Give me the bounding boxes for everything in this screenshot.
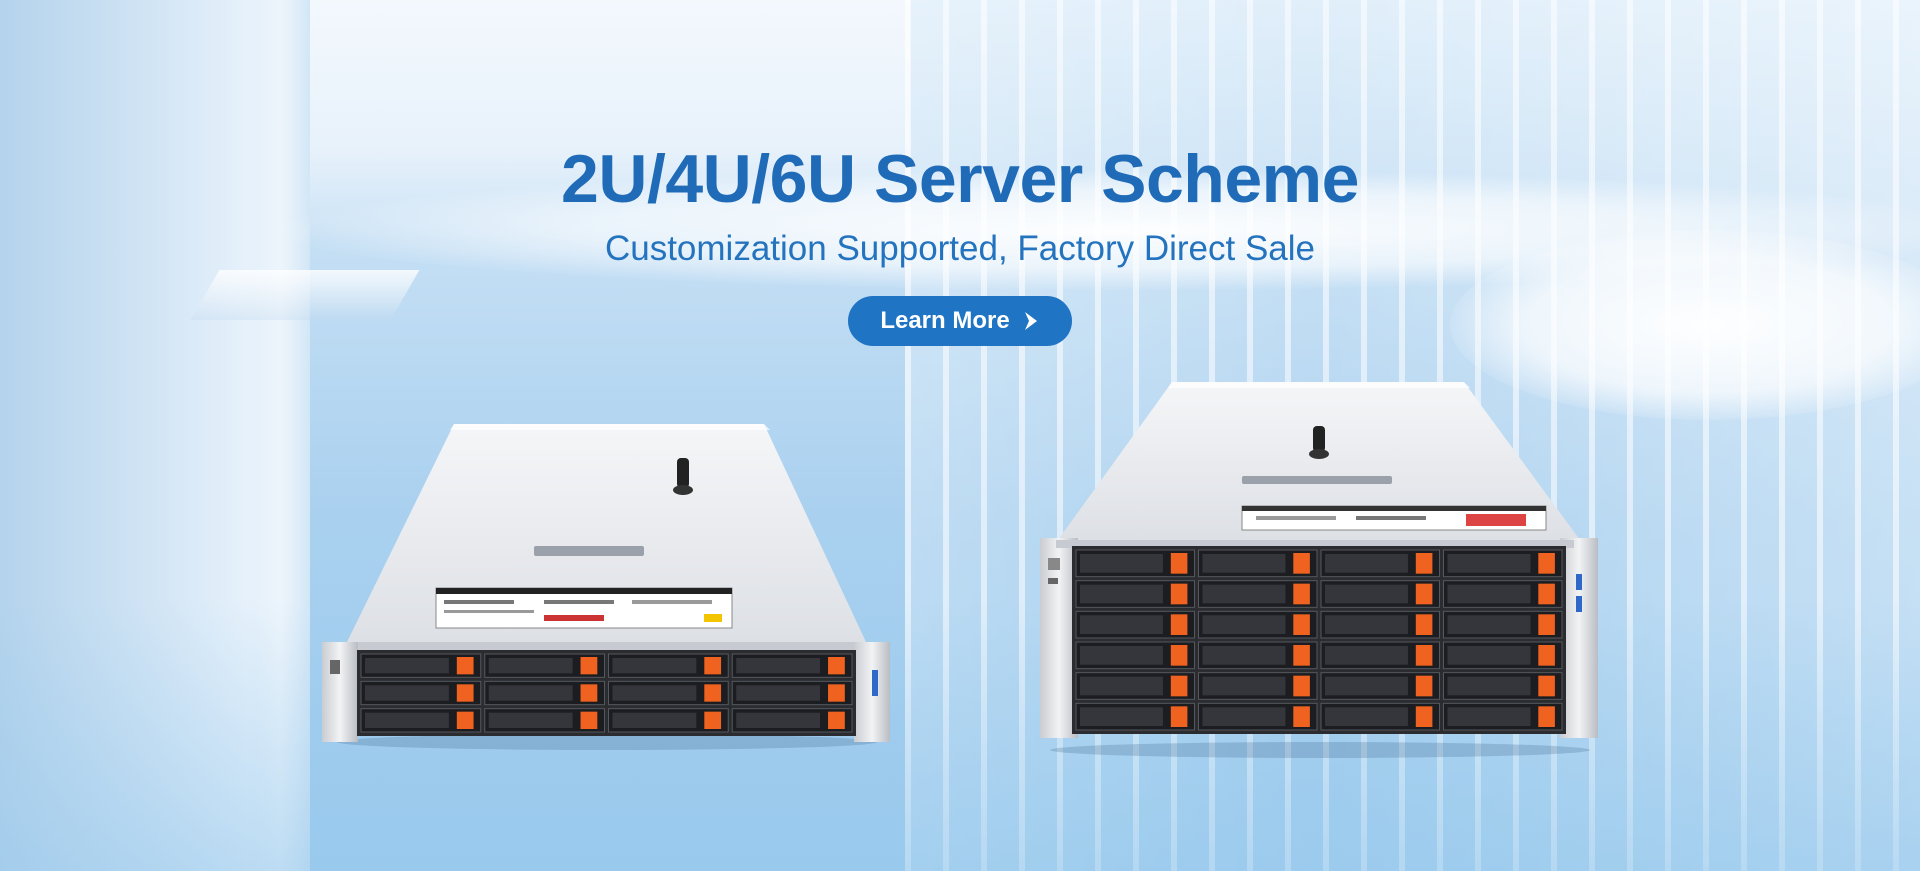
drive-latch <box>1415 706 1433 727</box>
drive-latch <box>580 684 598 702</box>
drive-latch <box>1415 583 1433 605</box>
drive-latch <box>1538 614 1555 635</box>
drive-latch <box>828 711 845 729</box>
drive-latch <box>1170 675 1188 697</box>
drive-latch <box>1170 614 1188 635</box>
drive-latch <box>1170 583 1188 605</box>
drive-bay-mesh <box>1202 554 1286 573</box>
drive-bay-mesh <box>365 685 449 701</box>
drive-bay-mesh <box>1325 646 1408 665</box>
drive-bay-mesh <box>612 658 697 674</box>
drive-latch <box>456 711 474 729</box>
server-2u-image <box>312 420 902 750</box>
drive-bay-mesh <box>1325 584 1408 604</box>
drive-latch <box>1293 645 1310 666</box>
drive-latch <box>1415 645 1433 666</box>
drive-latch <box>1293 614 1310 635</box>
drive-bay-mesh <box>736 685 821 701</box>
drive-bay-mesh <box>1447 707 1531 726</box>
chevron-right-icon <box>1022 310 1040 332</box>
banner-subtitle: Customization Supported, Factory Direct … <box>604 229 1316 268</box>
drive-bay-mesh <box>1080 707 1163 726</box>
drive-latch <box>1538 553 1555 574</box>
drive-latch <box>1170 706 1188 727</box>
drive-latch <box>828 684 845 702</box>
banner-title: 2U/4U/6U Server Scheme <box>561 141 1359 217</box>
drive-bay-mesh <box>1080 584 1163 604</box>
drive-bay-mesh <box>1447 584 1531 604</box>
drive-bay-mesh <box>612 712 697 728</box>
drive-latch <box>456 684 474 702</box>
drive-bay-mesh <box>736 658 821 674</box>
learn-more-button[interactable]: Learn More <box>848 296 1072 346</box>
drive-bay-mesh <box>365 712 449 728</box>
drive-latch <box>1293 675 1310 697</box>
drive-latch <box>1415 553 1433 574</box>
drive-bay-mesh <box>488 685 573 701</box>
drive-bay-mesh <box>1080 615 1163 634</box>
drive-bay-mesh <box>1202 646 1286 665</box>
drive-latch <box>704 684 722 702</box>
drive-bay-mesh <box>1447 554 1531 573</box>
drive-bay-mesh <box>1202 615 1286 634</box>
drive-bay-mesh <box>365 658 449 674</box>
drive-latch <box>1415 614 1433 635</box>
drive-bay-mesh <box>1325 707 1408 726</box>
drive-bay-mesh <box>1325 615 1408 634</box>
drive-bay-mesh <box>1202 584 1286 604</box>
drive-latch <box>704 711 722 729</box>
drive-latch <box>1538 675 1555 697</box>
drive-latch <box>828 657 845 675</box>
server-4u-image <box>1020 378 1620 758</box>
drive-latch <box>1293 706 1310 727</box>
drive-bay-mesh <box>612 685 697 701</box>
drive-latch <box>580 657 598 675</box>
drive-latch <box>1293 583 1310 605</box>
drive-bay-mesh <box>1080 554 1163 573</box>
drive-bay-mesh <box>1202 707 1286 726</box>
drive-bay-mesh <box>488 712 573 728</box>
drive-latch <box>456 657 474 675</box>
background-cloud <box>1450 230 1920 420</box>
drive-latch <box>1293 553 1310 574</box>
drive-latch <box>1415 675 1433 697</box>
drive-bay-mesh <box>488 658 573 674</box>
learn-more-label: Learn More <box>880 307 1010 334</box>
drive-bay-mesh <box>736 712 821 728</box>
drive-bay-mesh <box>1447 676 1531 696</box>
drive-bay-mesh <box>1325 676 1408 696</box>
drive-bay-mesh <box>1202 676 1286 696</box>
drive-bay-mesh <box>1325 554 1408 573</box>
drive-bay-mesh <box>1080 676 1163 696</box>
background-floor <box>0 600 1920 871</box>
drive-bay-mesh <box>1080 646 1163 665</box>
drive-latch <box>1538 706 1555 727</box>
drive-latch <box>1538 583 1555 605</box>
background-ledge <box>190 270 420 320</box>
drive-latch <box>1170 645 1188 666</box>
drive-latch <box>1170 553 1188 574</box>
drive-bay-mesh <box>1447 646 1531 665</box>
drive-bay-mesh <box>1447 615 1531 634</box>
drive-latch <box>704 657 722 675</box>
drive-latch <box>1538 645 1555 666</box>
drive-latch <box>580 711 598 729</box>
